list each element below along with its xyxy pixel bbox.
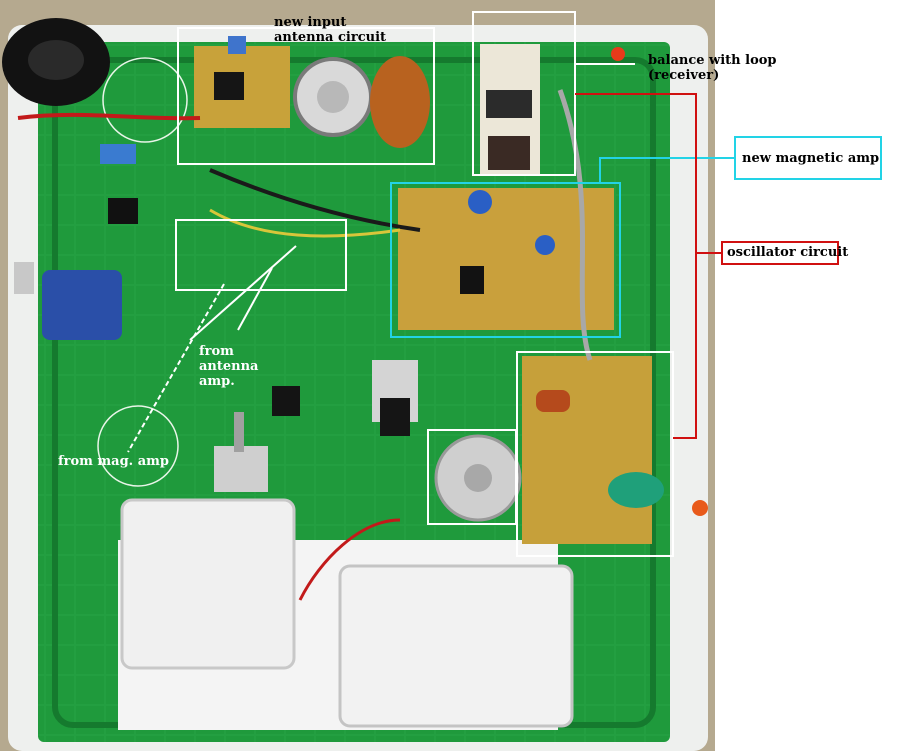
- label-from-mag-amp: from mag. amp: [58, 454, 169, 469]
- oscillator-cap-green: [608, 472, 664, 508]
- ic-middle: [272, 386, 300, 416]
- oscillator-cap-red: [536, 390, 570, 412]
- buzzer-center: [28, 40, 84, 80]
- label-box-oscillator: [721, 241, 839, 265]
- toroid-hole: [317, 81, 349, 113]
- led-bottom-right: [692, 500, 708, 516]
- label-box-magnetic-amp: [734, 136, 882, 180]
- wire-black-1: [209, 168, 421, 232]
- battery-holder-left: [120, 498, 296, 670]
- box-input-antenna: [177, 27, 435, 165]
- label-from-antenna-amp: from antenna amp.: [199, 344, 259, 389]
- label-new-input-antenna: new input antenna circuit: [274, 15, 387, 45]
- box-round-knob: [427, 429, 517, 525]
- silkscreen-circle-bz: [102, 57, 188, 143]
- silkscreen-circle-mag: [97, 405, 179, 487]
- label-balance-with-loop: balance with loop (receiver): [648, 53, 777, 83]
- leader-antenna-amp-2: [237, 267, 273, 331]
- wire-gray: [557, 89, 593, 361]
- label-oscillator-circuit: oscillator circuit: [727, 245, 849, 260]
- capacitor-blue-left: [100, 144, 136, 164]
- potentiometer-body: [42, 270, 122, 340]
- regulator-body: [380, 398, 410, 436]
- toggle-switch: [214, 446, 268, 492]
- toggle-lever: [234, 412, 244, 452]
- leader-oscillator: [575, 93, 697, 439]
- magnetic-amp-cap-2: [535, 235, 555, 255]
- potentiometer-shaft: [14, 262, 34, 294]
- leader-mag-amp: [127, 283, 225, 453]
- wire-red-battery: [298, 518, 401, 601]
- oscillator-board: [522, 356, 652, 544]
- antenna-ic: [214, 72, 244, 100]
- leader-magnetic-amp: [599, 157, 735, 183]
- leader-antenna-amp: [189, 245, 297, 341]
- antenna-trimmer: [228, 36, 246, 54]
- receiver-coil-base: [488, 136, 530, 170]
- round-knob-center: [464, 464, 492, 492]
- orange-coil: [370, 56, 430, 148]
- box-magnetic-amp: [390, 182, 621, 338]
- battery-holder-right: [338, 564, 574, 728]
- ic-left: [108, 198, 138, 224]
- magnetic-amp-ic: [460, 266, 484, 294]
- magnetic-amp-board: [398, 188, 614, 330]
- receiver-coil-core: [486, 90, 532, 118]
- magnetic-amp-cap: [468, 190, 492, 214]
- label-new-magnetic-amp: new magnetic amp: [742, 151, 880, 166]
- led-top-right: [611, 47, 625, 61]
